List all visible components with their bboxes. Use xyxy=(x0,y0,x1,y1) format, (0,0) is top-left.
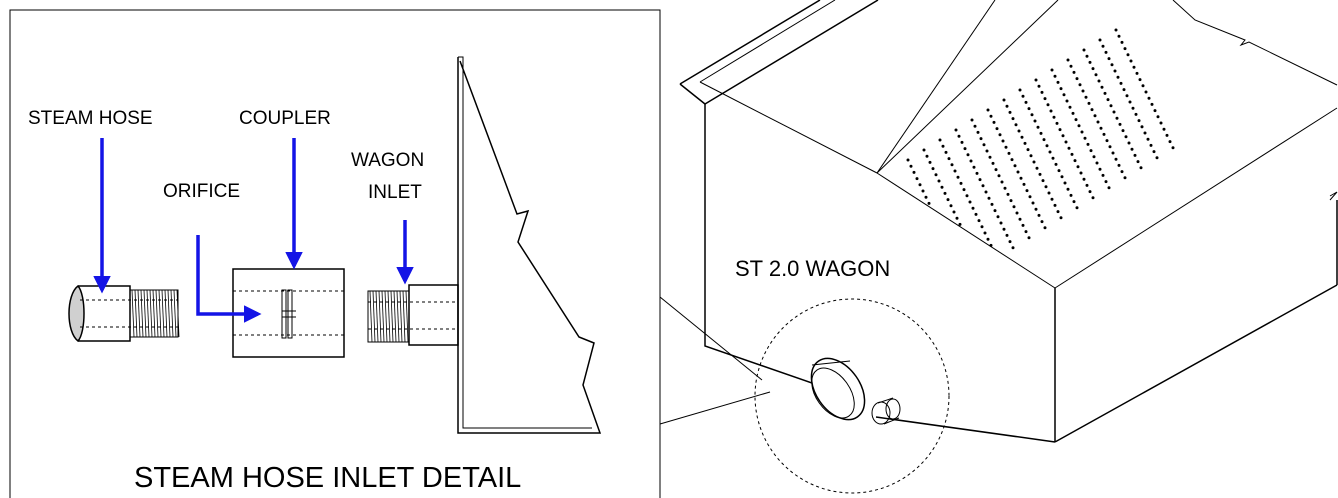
perforation-dots xyxy=(906,28,1175,250)
steam-hose xyxy=(68,284,180,343)
orifice-plate xyxy=(281,289,296,339)
wagon-inlet xyxy=(367,284,459,346)
inlet-thread xyxy=(367,290,410,343)
hose-cut-end xyxy=(68,284,85,343)
wagon-inlet-label-line1: WAGON xyxy=(351,150,424,171)
wagon-steam-inlet xyxy=(810,357,901,425)
wagon-inlet-label-line2: INLET xyxy=(368,182,422,203)
orifice-label: ORIFICE xyxy=(163,181,240,202)
orifice-arrow xyxy=(196,235,262,323)
leader-lines xyxy=(659,296,771,425)
detail-frame xyxy=(9,9,661,498)
detail-title: STEAM HOSE INLET DETAIL xyxy=(134,462,521,494)
callout-arrows xyxy=(93,138,414,323)
wagon-illustration xyxy=(679,0,1338,494)
wagon-label: ST 2.0 WAGON xyxy=(735,256,890,281)
detail-panel: STEAM HOSE COUPLER ORIFICE WAGON INLET S… xyxy=(9,9,661,498)
coupler-label: COUPLER xyxy=(239,108,331,129)
magnifier-circle xyxy=(754,298,950,494)
steam-hose-label: STEAM HOSE xyxy=(28,108,153,129)
wagon-wall-section xyxy=(457,56,602,434)
hose-thread xyxy=(129,289,180,338)
